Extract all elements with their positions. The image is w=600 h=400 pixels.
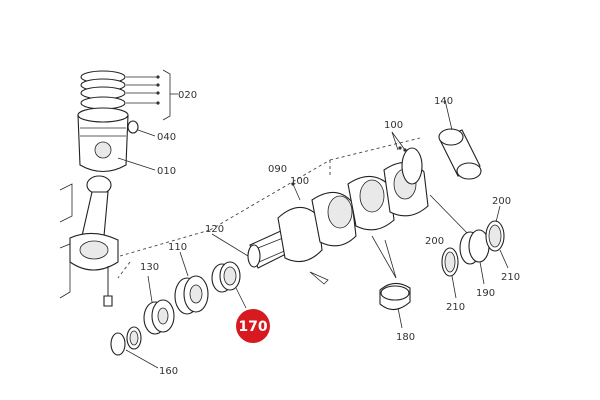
label-020: 020 [178, 90, 197, 101]
label-160: 160 [159, 366, 178, 377]
highlight-label: 170 [238, 319, 267, 335]
label-210-b: 210 [501, 272, 520, 283]
engine-block-edge [59, 183, 73, 299]
crankshaft-bracket-lines [117, 137, 421, 279]
piston-pin-clip [127, 120, 139, 134]
collar-170 [211, 261, 247, 309]
label-110: 110 [168, 242, 187, 253]
label-120: 120 [205, 224, 224, 235]
label-210-a: 210 [446, 302, 465, 313]
bearing-190 [459, 229, 490, 285]
label-180: 180 [396, 332, 415, 343]
label-100-b: 100 [384, 120, 403, 131]
label-040: 040 [157, 132, 176, 143]
label-200-a: 200 [425, 236, 444, 247]
crankshaft [247, 147, 429, 285]
seal-160 [110, 326, 159, 369]
label-130: 130 [140, 262, 159, 273]
connecting-rod [69, 175, 119, 307]
thrust-washer-200-right [485, 205, 509, 269]
highlight-badge-170[interactable]: 170 [236, 309, 270, 343]
key-120 [211, 233, 249, 257]
gear-110 [174, 251, 209, 315]
gear-130 [143, 275, 175, 335]
label-140: 140 [434, 96, 453, 107]
label-010: 010 [157, 166, 176, 177]
thrust-washer-200-left [441, 247, 459, 299]
piston-ring-stack [80, 70, 126, 110]
piston [77, 107, 129, 173]
label-200-b: 200 [492, 196, 511, 207]
main-bearing-140 [438, 99, 482, 180]
bearing-180 [379, 282, 411, 329]
label-190: 190 [476, 288, 495, 299]
leaders-piston [117, 69, 178, 171]
leaders-crankshaft [291, 131, 471, 279]
label-100-a: 100 [290, 176, 309, 187]
label-090: 090 [268, 164, 287, 175]
